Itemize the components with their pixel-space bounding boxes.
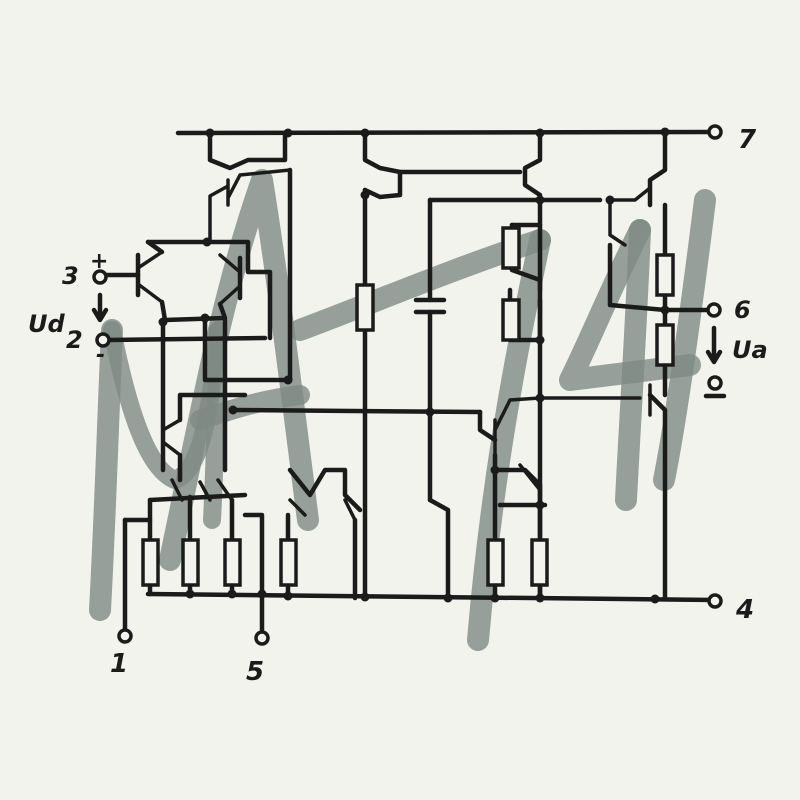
minus-label: - <box>96 343 105 368</box>
input-stage <box>100 130 483 483</box>
terminal-pin-7 <box>707 124 723 140</box>
resistor-r9 <box>530 538 549 587</box>
terminal-pin-6 <box>706 302 722 318</box>
resistor-r5 <box>355 283 375 332</box>
pin-1-label: 1 <box>110 649 128 679</box>
plus-label: + <box>90 249 108 274</box>
voltage-arrows <box>91 292 727 399</box>
labels: 7 4 6 Ua 3 + Ud 2 - 1 5 <box>28 125 768 687</box>
pin-4-label: 4 <box>735 595 754 625</box>
resistor-r8 <box>486 538 505 587</box>
bias-section <box>285 130 543 601</box>
resistors <box>141 226 675 587</box>
compensation-capacitor <box>413 197 603 601</box>
pin-3-label: 3 <box>62 262 79 290</box>
resistor-r7 <box>501 298 521 342</box>
watermark-mu-a-741 <box>89 169 716 651</box>
pin-2-label: 2 <box>66 326 83 354</box>
resistor-r3 <box>223 538 242 587</box>
ud-label: Ud <box>28 310 65 338</box>
terminal-pin-3 <box>92 269 108 285</box>
resistor-r4 <box>279 538 298 587</box>
terminal-ground-ref <box>707 375 723 391</box>
resistor-r1 <box>141 538 160 587</box>
resistor-r6 <box>501 226 521 270</box>
junction-dots <box>158 127 670 604</box>
terminals <box>92 124 723 646</box>
terminal-pin-1 <box>117 628 133 644</box>
pin-6-label: 6 <box>734 296 751 324</box>
terminal-pin-5 <box>254 630 270 646</box>
resistor-r11 <box>655 323 675 367</box>
power-rails <box>145 129 718 603</box>
pin-7-label: 7 <box>738 125 757 155</box>
resistor-r2 <box>181 538 200 587</box>
terminal-pin-4 <box>707 593 723 609</box>
ua-label: Ua <box>732 336 768 364</box>
ua-arrow-icon <box>705 325 723 365</box>
ud-arrow-icon <box>91 292 109 323</box>
pin-5-label: 5 <box>246 657 264 687</box>
terminal-pin-2 <box>95 332 111 348</box>
resistor-r10 <box>655 253 675 297</box>
